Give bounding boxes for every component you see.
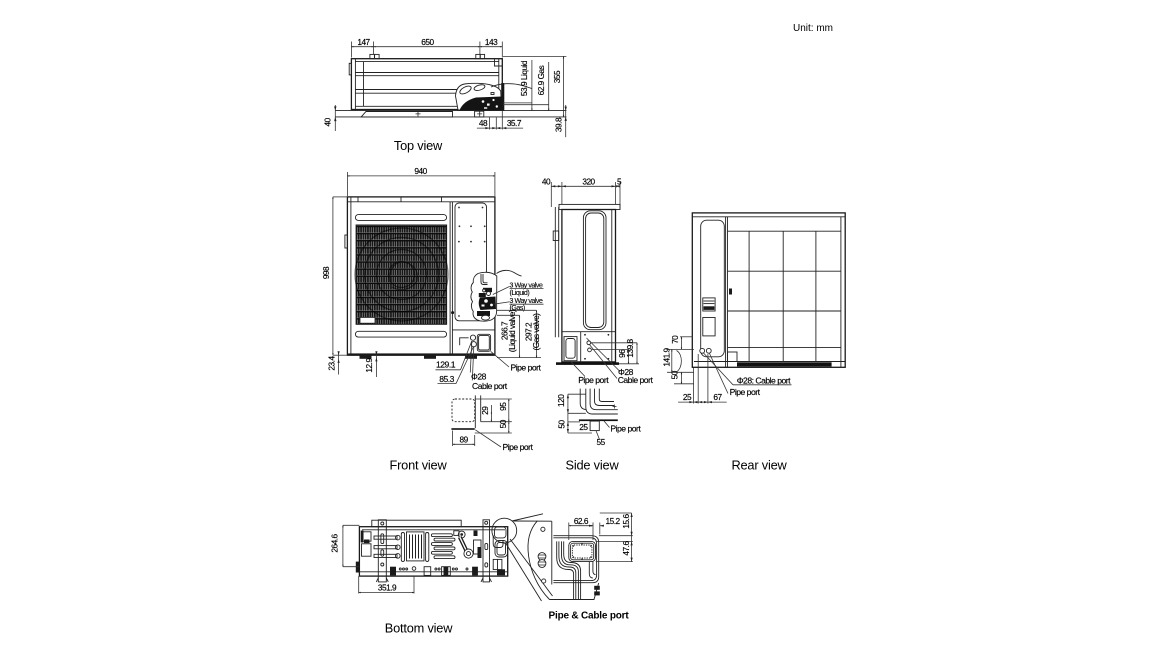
svg-text:15.2: 15.2 [606, 516, 621, 526]
svg-text:Unit: mm: Unit: mm [793, 23, 833, 34]
svg-text:Pipe port: Pipe port [503, 442, 534, 452]
svg-text:264.6: 264.6 [330, 533, 340, 552]
svg-text:Φ28: Cable port: Φ28: Cable port [737, 375, 791, 385]
svg-text:143: 143 [485, 37, 498, 47]
svg-text:Cable port: Cable port [618, 375, 654, 385]
svg-text:Pipe port: Pipe port [578, 375, 609, 385]
svg-text:40: 40 [542, 177, 551, 187]
svg-text:266.7: 266.7 [499, 321, 509, 340]
svg-text:(Gas): (Gas) [510, 305, 525, 312]
svg-text:15.6: 15.6 [621, 514, 631, 529]
svg-text:47.6: 47.6 [621, 541, 631, 556]
svg-text:129.1: 129.1 [436, 360, 456, 370]
svg-text:48: 48 [479, 118, 488, 128]
svg-text:67: 67 [713, 392, 722, 402]
svg-text:62.6: 62.6 [574, 516, 589, 526]
svg-text:940: 940 [414, 166, 427, 176]
svg-text:25: 25 [579, 422, 588, 432]
svg-text:(Liquid valve): (Liquid valve) [507, 309, 517, 352]
svg-text:320: 320 [582, 177, 595, 187]
svg-text:39.8: 39.8 [554, 117, 564, 132]
svg-text:53.9 Liquid: 53.9 Liquid [519, 60, 529, 96]
svg-text:Side view: Side view [566, 458, 620, 473]
svg-text:(Liquid): (Liquid) [510, 290, 530, 297]
svg-text:89: 89 [459, 435, 468, 445]
svg-text:Φ28: Φ28 [471, 372, 487, 382]
svg-text:3 Way valve: 3 Way valve [510, 298, 543, 305]
svg-text:95: 95 [498, 402, 508, 411]
svg-text:96: 96 [617, 349, 627, 358]
svg-text:Φ28: Φ28 [618, 367, 634, 377]
svg-text:25: 25 [683, 392, 692, 402]
svg-text:70: 70 [670, 335, 680, 344]
svg-text:141.9: 141.9 [662, 347, 672, 366]
svg-text:Pipe port: Pipe port [610, 423, 641, 433]
svg-text:40: 40 [323, 117, 333, 126]
svg-text:351.9: 351.9 [378, 583, 397, 593]
svg-text:55: 55 [596, 437, 605, 447]
svg-text:50: 50 [556, 420, 566, 429]
svg-text:Front view: Front view [389, 458, 447, 473]
svg-text:3 Way valve: 3 Way valve [510, 282, 543, 289]
svg-text:5: 5 [617, 177, 622, 187]
svg-text:139.8: 139.8 [625, 338, 635, 357]
svg-text:147: 147 [357, 37, 370, 47]
svg-text:12.9: 12.9 [364, 358, 374, 373]
svg-text:Pipe port: Pipe port [511, 362, 542, 372]
svg-text:120: 120 [556, 394, 566, 407]
svg-text:50: 50 [498, 419, 508, 428]
svg-text:29: 29 [480, 406, 490, 415]
svg-text:Rear view: Rear view [731, 458, 787, 473]
svg-text:Bottom view: Bottom view [385, 620, 453, 635]
svg-text:355: 355 [552, 70, 562, 83]
svg-text:50: 50 [670, 370, 680, 379]
svg-text:650: 650 [421, 37, 434, 47]
svg-text:Cable port: Cable port [472, 381, 508, 391]
svg-text:998: 998 [321, 266, 331, 279]
svg-text:85.3: 85.3 [439, 374, 454, 384]
svg-text:23.4: 23.4 [326, 356, 336, 371]
svg-text:62.9 Gas: 62.9 Gas [536, 65, 546, 95]
svg-text:(Gas valve): (Gas valve) [531, 313, 541, 351]
svg-text:Pipe & Cable port: Pipe & Cable port [549, 611, 630, 622]
svg-text:297.2: 297.2 [523, 322, 533, 341]
svg-text:Top view: Top view [394, 138, 443, 153]
svg-text:Pipe port: Pipe port [730, 387, 761, 397]
svg-text:35.7: 35.7 [507, 118, 522, 128]
